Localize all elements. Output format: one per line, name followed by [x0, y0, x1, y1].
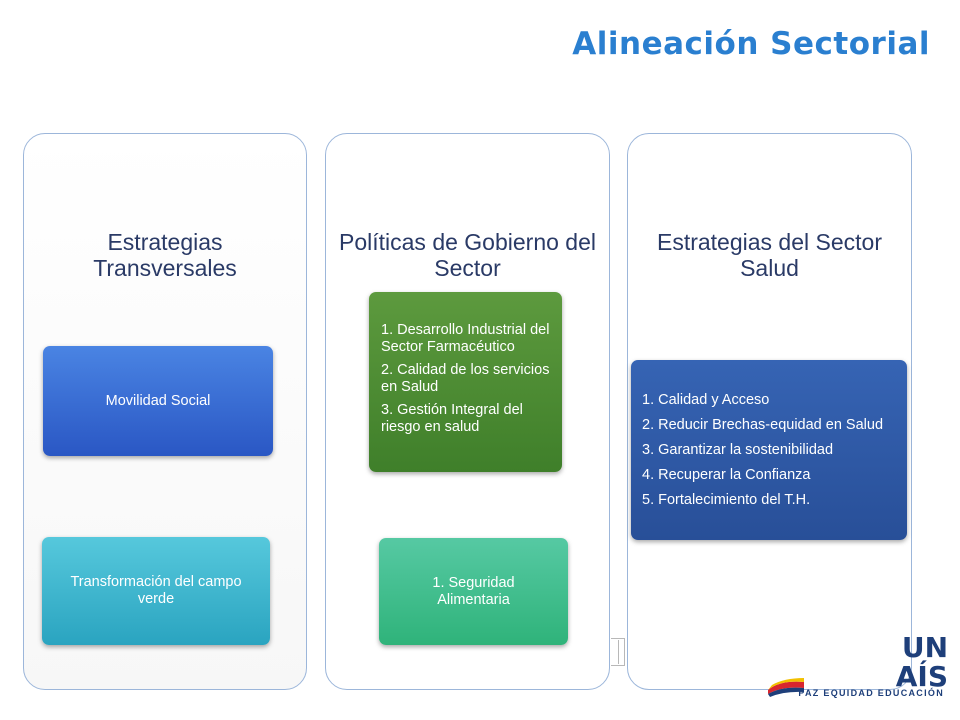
box-label: Movilidad Social	[105, 392, 211, 409]
box-label: 1. Seguridad Alimentaria	[432, 574, 515, 608]
list-item: 3. Gestión Integral del riesgo en salud	[381, 402, 523, 435]
connector-line	[611, 638, 625, 666]
list-item: 1. Desarrollo Industrial del Sector Farm…	[381, 322, 550, 355]
column-heading: Estrategias del Sector Salud	[656, 229, 882, 281]
box-label: Transformación del campo verde	[70, 574, 242, 607]
box-movilidad-social[interactable]: Movilidad Social	[43, 346, 273, 456]
list-item: 1. Calidad y Acceso	[642, 392, 770, 408]
logo-text: UN	[901, 631, 948, 664]
logo: UN AÍS PAZ EQUIDAD EDUCACIÓN	[766, 630, 960, 720]
list-item: 3. Garantizar la sostenibilidad	[642, 442, 834, 458]
column-politicas-gobierno: Políticas de Gobierno del Sector 1. Desa…	[325, 133, 610, 690]
column-heading: Estrategias Transversales	[93, 229, 237, 281]
logo-tagline: PAZ EQUIDAD EDUCACIÓN	[798, 688, 944, 698]
list-item: 5. Fortalecimiento del T.H.	[642, 492, 811, 508]
list-item: 4. Recuperar la Confianza	[642, 467, 811, 483]
box-politicas-list[interactable]: 1. Desarrollo Industrial del Sector Farm…	[369, 292, 562, 472]
connector-line	[618, 640, 625, 664]
list-item: 2. Reducir Brechas-equidad en Salud	[642, 417, 884, 433]
column-estrategias-sector-salud: Estrategias del Sector Salud 1. Calidad …	[627, 133, 912, 690]
flag-icon	[768, 678, 804, 697]
list-item: 2. Calidad de los servicios en Salud	[381, 362, 550, 395]
box-estrategias-salud-list[interactable]: 1. Calidad y Acceso 2. Reducir Brechas-e…	[631, 360, 907, 540]
page-title: Alineación Sectorial	[572, 26, 930, 62]
column-heading: Políticas de Gobierno del Sector	[339, 229, 596, 281]
box-transformacion-campo[interactable]: Transformación del campo verde	[42, 537, 270, 645]
box-seguridad-alimentaria[interactable]: 1. Seguridad Alimentaria	[379, 538, 568, 645]
column-estrategias-transversales: Estrategias Transversales Movilidad Soci…	[23, 133, 307, 690]
logo-text: AÍS	[895, 660, 948, 693]
